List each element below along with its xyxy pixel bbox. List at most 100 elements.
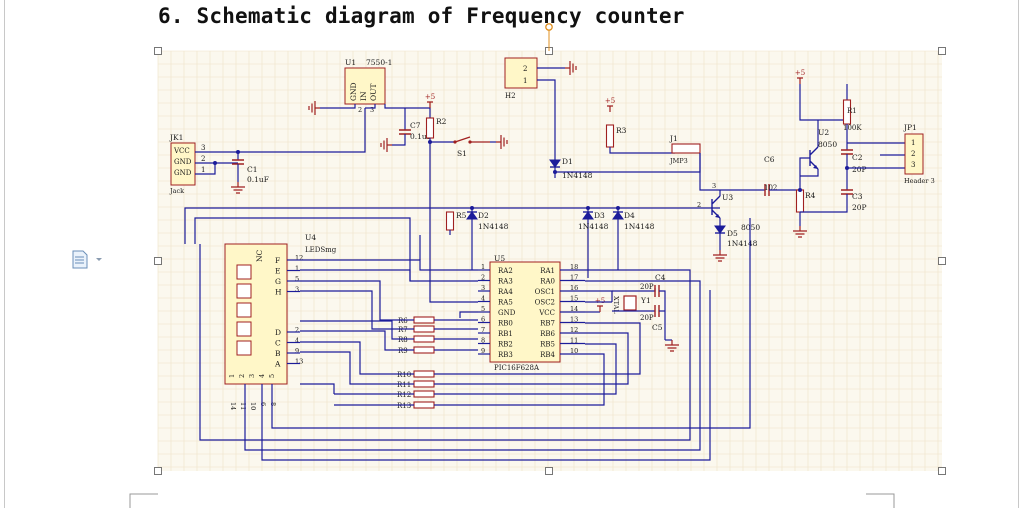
resistor-body (413, 380, 435, 388)
pin-number: 1 (295, 265, 299, 273)
supply-symbol (607, 105, 613, 112)
pin-number: 8 (269, 402, 277, 406)
wire (300, 290, 414, 330)
pin-name: F (275, 256, 280, 265)
ref-label: R9 (398, 347, 408, 355)
wire (434, 343, 617, 395)
regulator-body (344, 67, 386, 105)
pin-number: 3 (712, 182, 716, 190)
pin-number: 10 (249, 402, 257, 410)
mcu-u5: U5PIC16F628ARA21RA32RA43RA54GND5RB06RB17… (459, 254, 605, 372)
pin-number: 6 (259, 402, 267, 406)
ground-symbol (496, 135, 508, 149)
part-label: 1N4148 (562, 171, 593, 180)
page-corner-left-marker (129, 493, 158, 508)
digit-segment (236, 302, 252, 318)
wire (199, 244, 691, 441)
resistor-body (413, 325, 435, 333)
value-label: 20P (852, 203, 867, 212)
ref-label: S1 (457, 149, 467, 158)
part-label: XTAL (612, 296, 620, 314)
pin-number: 3 (370, 106, 374, 114)
pin-name: OSC1 (535, 288, 555, 296)
ref-label: D5 (727, 229, 738, 238)
pin-name: RA1 (540, 267, 555, 275)
wire (459, 311, 478, 318)
ref-label: R12 (397, 391, 411, 399)
pin-number: 1 (201, 166, 205, 174)
pin-name: RB2 (498, 341, 513, 349)
transistor-arrow (813, 165, 818, 169)
junction-dot (798, 188, 802, 192)
supply-symbol (597, 305, 603, 312)
wire (195, 108, 366, 153)
pin-name: RB7 (540, 320, 555, 328)
ground-symbol (380, 138, 392, 152)
switch-contact (453, 140, 457, 144)
pin-number: 2 (523, 65, 527, 73)
page-right-edge (1018, 0, 1019, 508)
ref-label: C1 (247, 165, 258, 174)
ref-label: JP1 (903, 123, 917, 132)
pin-name: RA0 (540, 278, 555, 286)
pin-number: 5 (268, 374, 276, 378)
wire (300, 259, 478, 271)
pin-name: OUT (369, 84, 378, 101)
pin-number: 13 (570, 316, 578, 324)
anchor-icon (545, 23, 553, 51)
resistor-body (795, 189, 805, 213)
document-options-button[interactable] (72, 250, 108, 274)
jumper-body (671, 143, 701, 154)
selection-handle (154, 47, 162, 55)
ref-label: JK1 (169, 133, 183, 142)
ref-label: U1 (345, 58, 356, 67)
pin-number: 17 (570, 274, 578, 282)
ref-label: C7 (410, 121, 421, 130)
ref-label: R11 (397, 381, 411, 389)
pin-name: RB5 (540, 341, 555, 349)
pin-name: RA3 (498, 278, 513, 286)
pin-name: D (275, 328, 281, 337)
resistor-body (425, 117, 435, 139)
ground-symbol (665, 340, 679, 352)
pin-number: 12 (295, 254, 303, 262)
resistor-body (605, 124, 615, 148)
display-body (224, 243, 288, 385)
pin-number: 18 (570, 263, 578, 271)
pin-number: 11 (239, 402, 247, 410)
pin-number: 11 (570, 337, 578, 345)
digit-segment (236, 321, 252, 337)
crystal-body (623, 295, 637, 311)
value-label: 20P (852, 165, 867, 174)
pin-name: A (274, 360, 281, 369)
sheet-background (158, 51, 942, 471)
pin-name: RB0 (498, 320, 513, 328)
ref-label: R7 (398, 326, 408, 334)
ref-label: C2 (852, 153, 863, 162)
connector-body (904, 133, 924, 175)
wire (429, 142, 478, 303)
page-left-edge (4, 0, 5, 508)
pin-number: 14 (570, 305, 578, 313)
pin-name: RB6 (540, 330, 555, 338)
ground-symbol (231, 182, 245, 194)
ref-label: R3 (616, 126, 627, 135)
ref-label: R13 (397, 402, 411, 410)
wire (659, 290, 666, 340)
ground-symbol (565, 61, 577, 75)
pin-number: 5 (295, 275, 299, 283)
wire (271, 218, 751, 429)
part-label: PIC16F628A (494, 364, 540, 372)
ref-label: R6 (398, 317, 408, 325)
ref-label: J1 (669, 134, 678, 143)
pin-number: 10 (570, 347, 578, 355)
resistor-body (413, 335, 435, 343)
supply-label: +5 (595, 297, 605, 305)
